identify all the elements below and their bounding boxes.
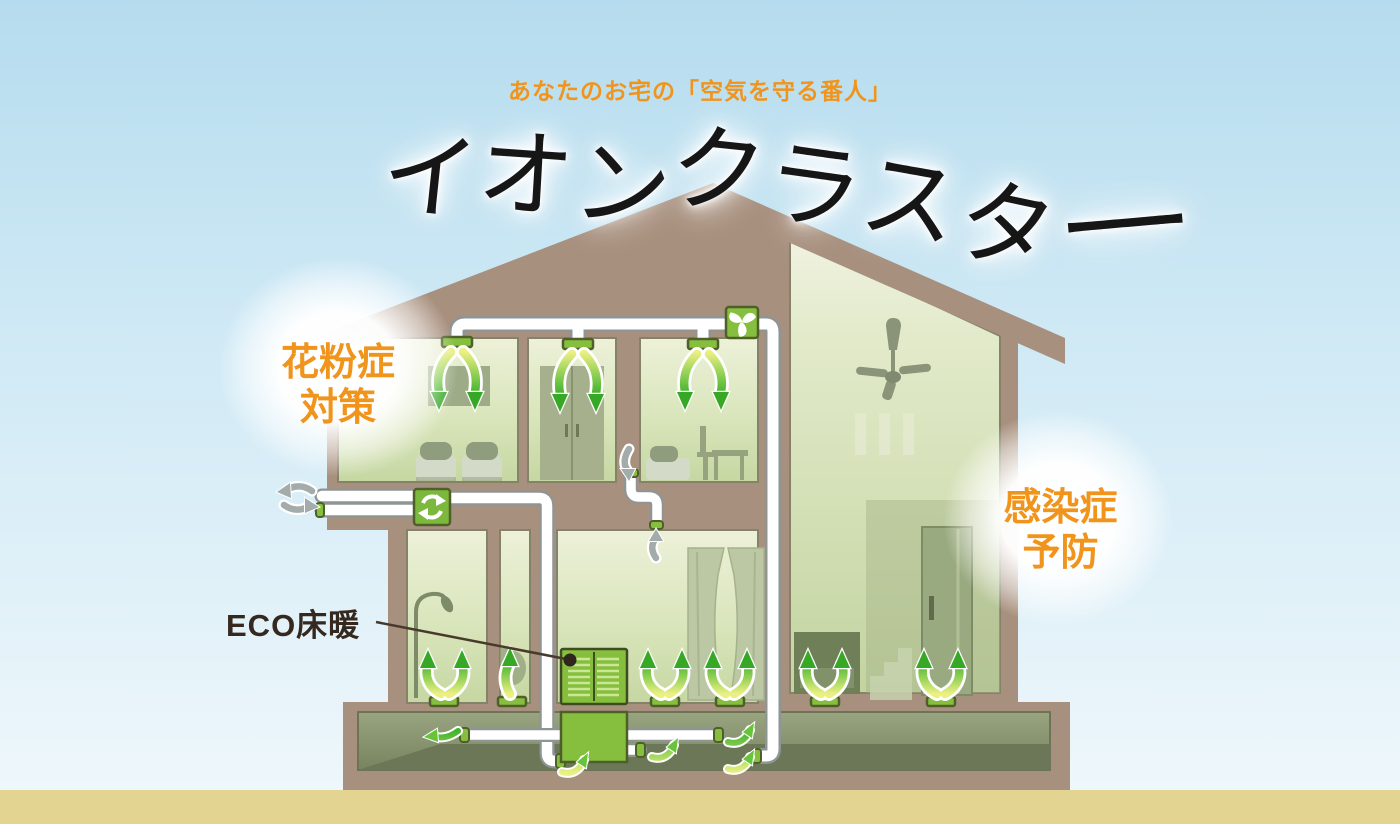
- underfloor-unit: [559, 710, 629, 764]
- bed: [416, 442, 456, 481]
- title-char: ク: [664, 113, 772, 230]
- benefit-label-infection: 感染症 予防: [968, 486, 1153, 576]
- title-char: ン: [567, 127, 678, 248]
- ceiling-fan: [856, 318, 931, 401]
- bed: [646, 446, 690, 480]
- outdoor-exchange-pipes: [314, 488, 567, 769]
- bed: [462, 442, 502, 481]
- title-char: イ: [376, 119, 484, 236]
- fan-icon: [729, 312, 756, 337]
- tagline: あなたのお宅の「空気を守る番人」: [508, 78, 892, 104]
- gray-air-arrows: [274, 443, 665, 564]
- floor-upflow-arrows: [418, 644, 968, 701]
- benefit-label-infection-line2: 予防: [1022, 531, 1099, 574]
- floor-heating-label: ECO床暖: [226, 608, 361, 643]
- crawl-space-floor: [358, 744, 1050, 770]
- ground: [0, 790, 1400, 824]
- underfloor-arrows: [421, 720, 756, 778]
- title-char: オ: [474, 118, 578, 233]
- glow-left: [218, 257, 458, 477]
- window-panes: [855, 413, 914, 455]
- page-title: イ オ ン ク ラ ス タ ー: [377, 113, 1202, 290]
- title-char: タ: [948, 165, 1065, 290]
- roof: [327, 183, 1065, 364]
- units: [412, 305, 760, 764]
- floor-heating-unit: [559, 647, 629, 706]
- title-char: ス: [853, 140, 967, 263]
- ceiling-vent: [686, 337, 720, 351]
- desk-and-chair: [697, 426, 748, 480]
- roof-fan-unit: [724, 305, 760, 340]
- benefit-label-pollen-line2: 対策: [299, 386, 376, 429]
- louvers: [568, 657, 619, 697]
- ceiling-vent: [561, 337, 595, 351]
- shower-fixture: [414, 591, 454, 698]
- benefit-label-pollen: 花粉症 対策: [238, 341, 438, 431]
- glow-highlights: [218, 257, 1173, 625]
- benefit-label-pollen-line1: 花粉症: [280, 342, 395, 384]
- heat-exchange-unit: [412, 487, 452, 527]
- stairs: [870, 648, 912, 700]
- glow-right: [943, 411, 1173, 625]
- heat-exchange-icon: [418, 494, 446, 520]
- main-riser-duct: [748, 316, 781, 764]
- title-char: ー: [1049, 167, 1203, 287]
- benefit-label-infection-line1: 感染症: [1003, 487, 1118, 529]
- title-char: ラ: [759, 127, 870, 248]
- bathroom: [406, 529, 488, 704]
- return-duct: [624, 470, 664, 530]
- leader-line: [375, 620, 577, 667]
